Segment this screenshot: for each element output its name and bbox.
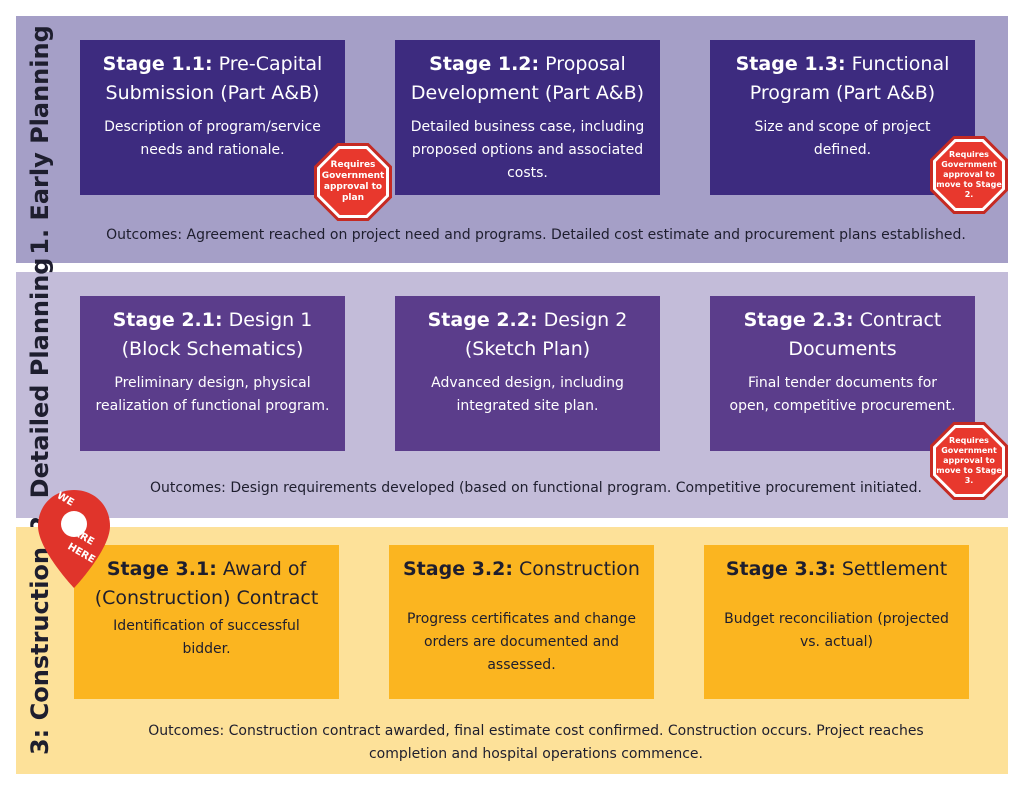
- stage-description: Progress certificates and change orders …: [407, 611, 636, 673]
- stage-3-1-card: Stage 3.1: Award of (Construction) Contr…: [74, 545, 339, 699]
- approval-badge-plan: Requires Government approval to plan: [314, 143, 392, 221]
- stage-description: Detailed business case, including propos…: [410, 119, 645, 181]
- stage-description: Size and scope of project defined.: [754, 119, 931, 158]
- stage-description: Preliminary design, physical realization…: [95, 375, 330, 414]
- band-label-detailed-planning: 2. Detailed Planning: [26, 257, 54, 533]
- stage-1-2-card: Stage 1.2: Proposal Development (Part A&…: [395, 40, 660, 195]
- stage-description: Description of program/service needs and…: [104, 119, 321, 158]
- stage-description: Advanced design, including integrated si…: [431, 375, 624, 414]
- map-pin-icon: [38, 490, 110, 588]
- stage-1-1-card: Stage 1.1: Pre-Capital Submission (Part …: [80, 40, 345, 195]
- stage-title: Stage 1.2: Proposal Development (Part A&…: [410, 53, 645, 104]
- stage-3-3-card: Stage 3.3: Settlement Budget reconciliat…: [704, 545, 969, 699]
- band-construction: 3: Construction Stage 3.1: Award of (Con…: [16, 527, 1008, 774]
- stage-title: Stage 3.2: Construction: [403, 558, 640, 580]
- approval-badge-stage-2: Requires Government approval to move to …: [930, 136, 1008, 214]
- band-early-planning: 1. Early Planning Stage 1.1: Pre-Capital…: [16, 16, 1008, 263]
- stage-title: Stage 2.1: Design 1 (Block Schematics): [112, 309, 313, 360]
- stage-1-3-card: Stage 1.3: Functional Program (Part A&B)…: [710, 40, 975, 195]
- outcome-text: Outcomes: Agreement reached on project n…: [106, 227, 966, 243]
- stage-description: Identification of successful bidder.: [113, 618, 300, 657]
- stage-title: Stage 3.3: Settlement: [725, 558, 948, 580]
- stage-2-1-card: Stage 2.1: Design 1 (Block Schematics) P…: [80, 296, 345, 451]
- stage-2-2-card: Stage 2.2: Design 2 (Sketch Plan) Advanc…: [395, 296, 660, 451]
- stage-description: Final tender documents for open, competi…: [729, 375, 956, 414]
- stage-title: Stage 1.1: Pre-Capital Submission (Part …: [102, 53, 323, 104]
- stage-title: Stage 3.1: Award of (Construction) Contr…: [94, 558, 319, 609]
- outcome-text: Outcomes: Construction contract awarded,…: [148, 723, 924, 762]
- stage-title: Stage 2.3: Contract Documents: [743, 309, 942, 360]
- stage-title: Stage 1.3: Functional Program (Part A&B): [735, 53, 950, 104]
- outcome-text: Outcomes: Design requirements developed …: [149, 480, 923, 496]
- we-are-here-pin: WE ARE HERE: [36, 488, 112, 590]
- stage-description: Budget reconciliation (projected vs. act…: [724, 611, 949, 650]
- stage-3-2-card: Stage 3.2: Construction Progress certifi…: [389, 545, 654, 699]
- band-label-early-planning: 1. Early Planning: [26, 24, 54, 255]
- stage-title: Stage 2.2: Design 2 (Sketch Plan): [427, 309, 628, 360]
- stage-2-3-card: Stage 2.3: Contract Documents Final tend…: [710, 296, 975, 451]
- band-detailed-planning: 2. Detailed Planning Stage 2.1: Design 1…: [16, 257, 1008, 533]
- approval-badge-stage-3: Requires Government approval to move to …: [930, 422, 1008, 500]
